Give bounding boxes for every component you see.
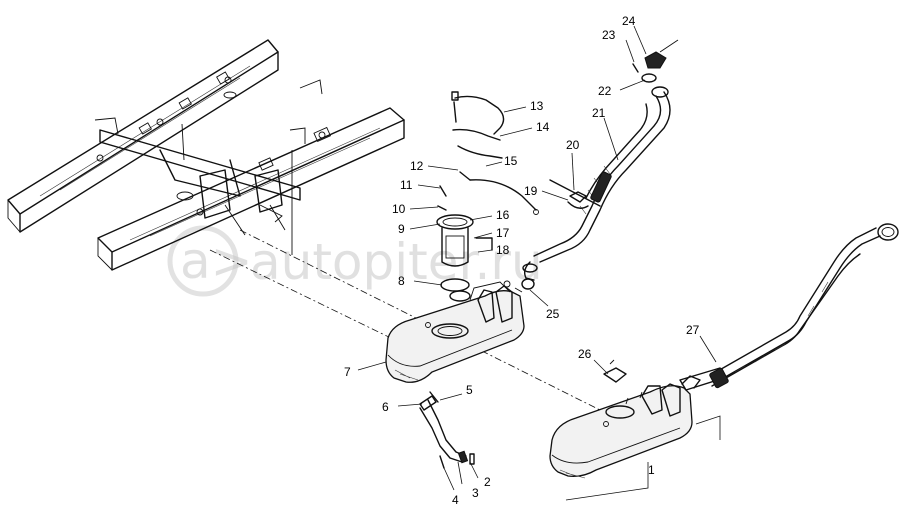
callout-12: 12 [410,159,424,173]
callout-22: 22 [598,84,612,98]
watermark-text: autopiter.ru [250,233,543,291]
fuel-cap-group [632,39,679,83]
callout-14: 14 [536,120,550,134]
filler-pipe [522,86,671,281]
watermark-logo: a> [180,232,253,290]
callout-19: 19 [524,184,538,198]
callout-18: 18 [496,243,510,257]
callout-21: 21 [592,106,606,120]
callout-24: 24 [622,14,636,28]
fuel-tank-exploded [385,280,525,383]
callout-20: 20 [566,138,580,152]
callout-4: 4 [452,493,459,507]
tank-strap-bracket [419,391,475,469]
callout-27: 27 [686,323,700,337]
watermark-logo-circle [167,225,239,297]
callout-17: 17 [496,226,510,240]
fuel-pump-module [436,171,493,302]
callout-11: 11 [400,178,413,192]
chassis-frame [7,39,405,271]
callout-15: 15 [504,154,518,168]
callout-8: 8 [398,274,405,288]
leader-lines [357,25,721,501]
watermark: a> autopiter.ru [167,225,543,297]
callout-9: 9 [398,222,405,236]
callout-2: 2 [484,475,491,489]
callout-1: 1 [648,463,655,477]
fuel-tank-assembly [549,375,701,479]
vent-pipe-group [549,179,601,209]
callout-labels: 1 2 3 4 5 6 7 8 9 10 11 12 13 14 15 16 1… [344,14,700,507]
clips-group [521,278,627,383]
hoses-group [451,91,539,215]
callout-10: 10 [392,202,406,216]
callout-26: 26 [578,347,592,361]
callout-23: 23 [602,28,616,42]
callout-7: 7 [344,365,351,379]
callout-3: 3 [472,486,479,500]
callout-5: 5 [466,383,473,397]
callout-25: 25 [546,307,560,321]
filler-neck-assembly [679,223,899,391]
callout-13: 13 [530,99,544,113]
callout-16: 16 [496,208,510,222]
callout-6: 6 [382,400,389,414]
